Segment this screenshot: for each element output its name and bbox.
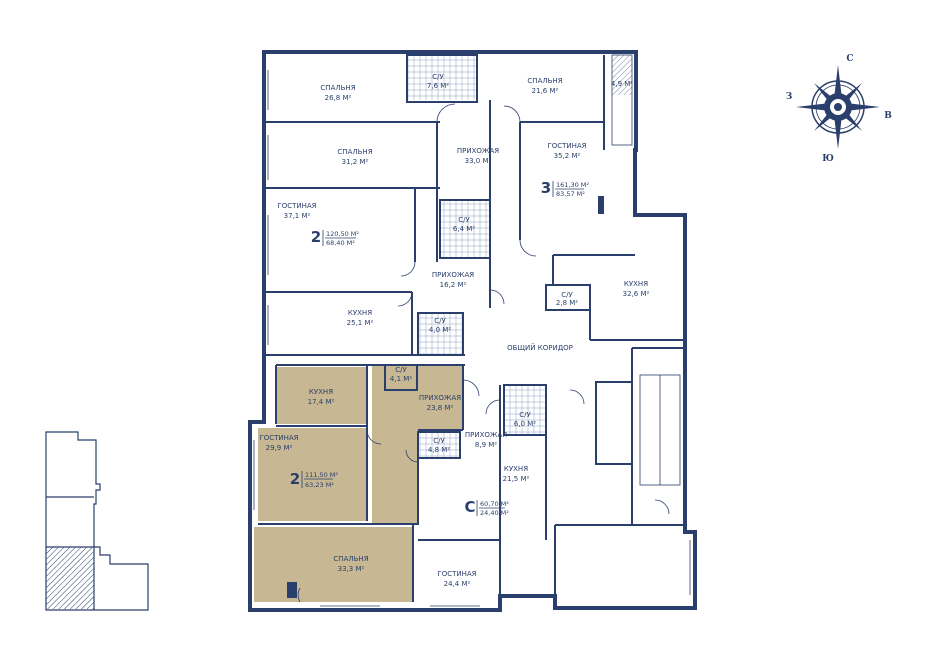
room-name: С/У <box>433 437 445 445</box>
room-name: ГОСТИНАЯ <box>259 434 298 442</box>
room-name: ГОСТИНАЯ <box>277 202 316 210</box>
interior-walls <box>258 54 685 602</box>
room-name: ПРИХОЖАЯ <box>419 394 461 402</box>
compass-west-label: З <box>786 92 793 102</box>
outer-walls <box>248 50 697 612</box>
apartment-badge-2-selected[interactable]: 2 111,50 М² 63,23 М² <box>290 470 339 489</box>
room-name: ПРИХОЖАЯ <box>457 147 499 155</box>
room-name: СПАЛЬНЯ <box>320 84 355 92</box>
apartment-total-area: 60,70 М² <box>480 500 509 508</box>
room-name: ПРИХОЖАЯ <box>465 431 507 439</box>
apartment-total-area: 161,30 М² <box>556 181 589 189</box>
doors <box>297 103 670 603</box>
room-name: ГОСТИНАЯ <box>547 142 586 150</box>
room-area: 8,9 М² <box>475 441 497 449</box>
room-area: 6,0 М² <box>514 420 536 428</box>
apartment-total-area: 111,50 М² <box>305 471 338 479</box>
room-area: 33,3 М² <box>338 565 365 573</box>
apartment-living-area: 24,40 М² <box>480 509 509 517</box>
room-name: СПАЛЬНЯ <box>333 555 368 563</box>
room-name: С/У <box>395 366 407 374</box>
room-name: КУХНЯ <box>624 280 648 288</box>
room-area: 33,0 М² <box>465 157 492 165</box>
room-area: 16,2 М² <box>440 281 467 289</box>
room-area: 32,6 М² <box>623 290 650 298</box>
room-area: 35,2 М² <box>554 152 581 160</box>
key-plan-minimap <box>45 431 149 611</box>
room-area: 31,2 М² <box>342 158 369 166</box>
room-area: 37,1 М² <box>284 212 311 220</box>
room-area: 6,4 М² <box>453 225 475 233</box>
room-name: С/У <box>561 291 573 299</box>
apartment-badge-3[interactable]: 3 161,30 М² 83,57 М² <box>541 179 590 198</box>
room-name: КУХНЯ <box>348 309 372 317</box>
room-area: 21,5 М² <box>503 475 530 483</box>
compass-rose-icon: С В Ю З <box>786 54 892 164</box>
apartment-living-area: 83,57 М² <box>556 190 585 198</box>
apartment-number: 3 <box>541 179 551 197</box>
bathroom-tiles <box>408 56 545 457</box>
balcony <box>611 54 633 146</box>
room-name: С/У <box>519 411 531 419</box>
room-name: ГОСТИНАЯ <box>437 570 476 578</box>
room-area: 4,0 М² <box>429 326 451 334</box>
apartment-badge-c[interactable]: С 60,70 М² 24,40 М² <box>464 498 509 517</box>
apartment-number: С <box>464 498 475 516</box>
columns <box>287 196 604 598</box>
room-name: С/У <box>432 73 444 81</box>
apartment-number: 2 <box>290 470 300 488</box>
compass-north-label: С <box>846 54 853 64</box>
room-area: 25,1 М² <box>347 319 374 327</box>
room-area: 26,8 М² <box>325 94 352 102</box>
compass-south-label: Ю <box>822 154 834 164</box>
room-area: 4,1 М² <box>390 375 412 383</box>
room-area: 2,8 М² <box>556 299 578 307</box>
apartment-total-area: 120,50 М² <box>326 230 359 238</box>
room-name: СПАЛЬНЯ <box>337 148 372 156</box>
room-name: КУХНЯ <box>309 388 333 396</box>
selected-apartment-fill[interactable] <box>254 365 463 602</box>
apartment-number: 2 <box>311 228 321 246</box>
room-area: 4,9 М² <box>611 80 633 88</box>
room-name: С/У <box>434 317 446 325</box>
room-labels: СПАЛЬНЯ 26,8 М² С/У 7,6 М² СПАЛЬНЯ 21,6 … <box>259 73 649 588</box>
apartment-badge-2-top[interactable]: 2 120,50 М² 68,40 М² <box>311 228 360 247</box>
compass-east-label: В <box>884 111 892 121</box>
apartment-living-area: 63,23 М² <box>305 481 334 489</box>
room-area: 21,6 М² <box>532 87 559 95</box>
room-area: 23,8 М² <box>427 404 454 412</box>
room-area: 29,9 М² <box>266 444 293 452</box>
room-name: ПРИХОЖАЯ <box>432 271 474 279</box>
room-name: С/У <box>458 216 470 224</box>
apartment-living-area: 68,40 М² <box>326 239 355 247</box>
room-name: СПАЛЬНЯ <box>527 77 562 85</box>
corridor-label: ОБЩИЙ КОРИДОР <box>507 343 573 352</box>
room-area: 24,4 М² <box>444 580 471 588</box>
room-area: 4,8 М² <box>428 446 450 454</box>
room-area: 17,4 М² <box>308 398 335 406</box>
windows <box>249 70 691 607</box>
room-name: КУХНЯ <box>504 465 528 473</box>
room-area: 7,6 М² <box>427 82 449 90</box>
